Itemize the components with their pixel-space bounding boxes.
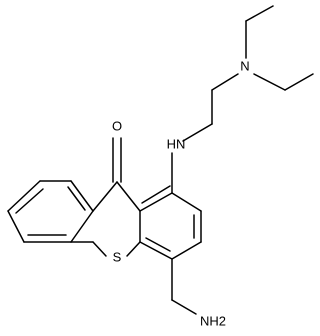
sulfur-label: S — [113, 250, 122, 265]
tertiary-amine-label: N — [240, 59, 249, 74]
right-benzene-ring — [139, 185, 202, 260]
bond — [182, 123, 213, 142]
side-chain — [171, 5, 314, 194]
bond — [284, 73, 314, 91]
bond — [171, 299, 197, 315]
bond — [70, 180, 94, 212]
bond — [253, 73, 286, 91]
bond — [139, 192, 173, 212]
secondary-amine-label: HN — [167, 137, 186, 152]
bond — [171, 192, 202, 212]
bond — [141, 185, 171, 204]
bond — [211, 73, 239, 91]
bond — [245, 5, 274, 22]
oxygen-label: O — [112, 119, 122, 134]
central-ring — [70, 181, 141, 257]
bond — [116, 181, 141, 212]
bond — [171, 241, 202, 260]
bond — [67, 186, 86, 211]
bond — [126, 241, 141, 257]
bond — [92, 181, 118, 212]
primary-amine-label: NH2 — [200, 314, 226, 329]
bond — [7, 180, 41, 212]
bond — [7, 210, 25, 243]
carbonyl — [112, 137, 122, 183]
aminomethyl — [171, 258, 197, 315]
bond — [139, 241, 173, 260]
bond — [145, 237, 171, 252]
left-benzene-ring — [7, 180, 94, 243]
bond — [15, 188, 44, 214]
bond — [70, 210, 94, 243]
bond — [92, 241, 107, 257]
